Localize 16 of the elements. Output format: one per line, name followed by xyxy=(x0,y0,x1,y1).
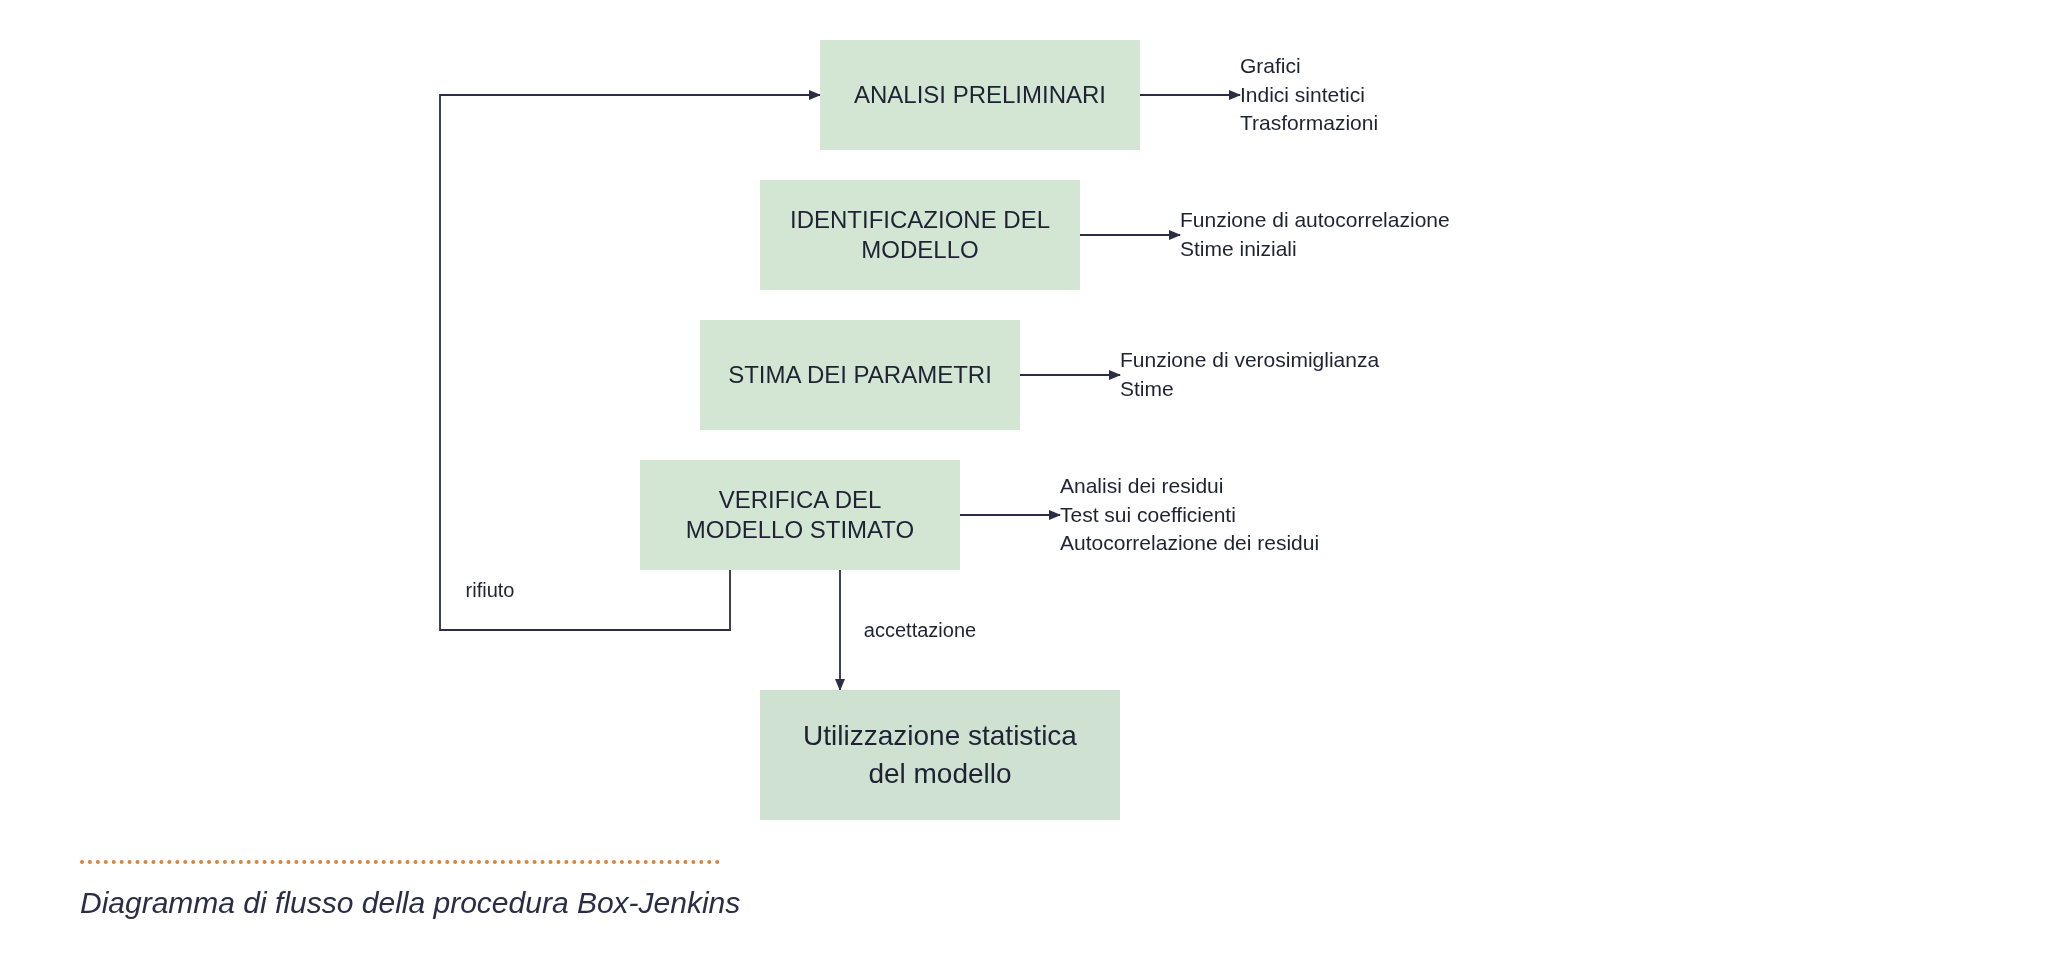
process-box: ANALISI PRELIMINARI xyxy=(820,40,1140,150)
process-box: VERIFICA DEL MODELLO STIMATO xyxy=(640,460,960,570)
process-box: Utilizzazione statistica del modello xyxy=(760,690,1120,820)
annotation-text: Funzione di autocorrelazione Stime iniziali xyxy=(1180,195,1500,275)
annotation-text: Grafici Indici sintetici Trasformazioni xyxy=(1240,50,1540,140)
annotation-text: Analisi dei residui Test sui coefficienti Autocorrelazione dei residui xyxy=(1060,460,1420,570)
process-box: IDENTIFICAZIONE DEL MODELLO xyxy=(760,180,1080,290)
arrow xyxy=(1139,90,1241,100)
arrow xyxy=(959,510,1061,520)
arrow xyxy=(1079,230,1181,240)
process-box: STIMA DEI PARAMETRI xyxy=(700,320,1020,430)
figure-caption: Diagramma di flusso della procedura Box-Jenkins xyxy=(80,885,741,921)
arrow xyxy=(835,569,845,691)
arrow xyxy=(439,90,821,631)
arrow xyxy=(1019,370,1121,380)
annotation-text: Funzione di verosimiglianza Stime xyxy=(1120,335,1440,415)
